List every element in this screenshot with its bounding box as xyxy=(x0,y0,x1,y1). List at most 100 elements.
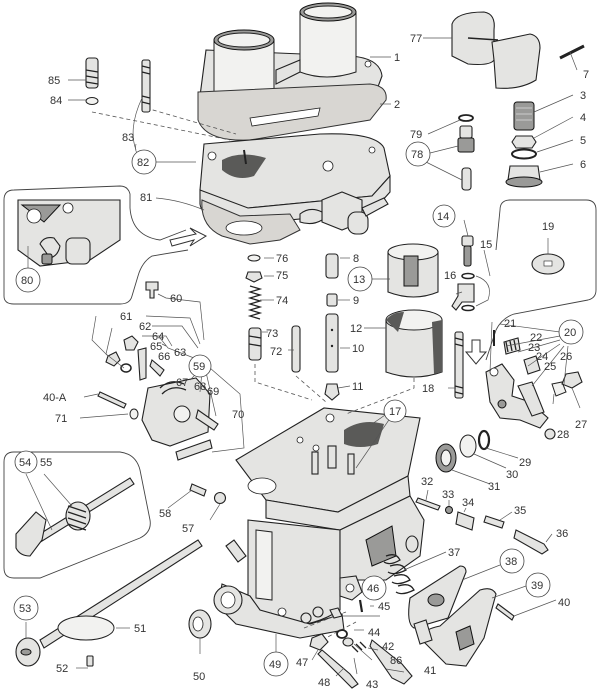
label-21: 21 xyxy=(504,318,516,330)
label-13: 13 xyxy=(353,274,365,286)
label-65: 65 xyxy=(150,341,162,353)
part-47-nut xyxy=(309,633,329,651)
label-47: 47 xyxy=(296,657,308,669)
label-7: 7 xyxy=(583,69,589,81)
inset-frame-19 xyxy=(485,199,597,361)
label-58: 58 xyxy=(159,508,171,520)
part-3-filter xyxy=(513,101,535,131)
label-16: 16 xyxy=(444,270,456,282)
label-46: 46 xyxy=(367,583,379,595)
part-40-screw xyxy=(495,603,515,621)
part-48-mixture-screw xyxy=(317,649,359,689)
label-42: 42 xyxy=(382,641,394,653)
label-40: 40 xyxy=(558,597,570,609)
label-35: 35 xyxy=(514,505,526,517)
part-11-main-jet xyxy=(324,383,340,401)
label-72: 72 xyxy=(270,346,282,358)
label-77: 77 xyxy=(410,33,422,45)
part-16-pump-body xyxy=(451,283,475,311)
part-53-bushing xyxy=(15,637,41,667)
label-6: 6 xyxy=(580,159,586,171)
label-9: 9 xyxy=(353,295,359,307)
label-54: 54 xyxy=(19,457,31,469)
part-57-nut xyxy=(213,491,227,505)
label-76: 76 xyxy=(276,253,288,265)
part-15-seal-bottom xyxy=(461,304,475,312)
label-31: 31 xyxy=(488,481,500,493)
inset-arrow-20 xyxy=(464,339,488,365)
label-60: 60 xyxy=(170,293,182,305)
part-49-carburetor-body xyxy=(213,407,425,639)
label-33: 33 xyxy=(442,489,454,501)
label-82: 82 xyxy=(137,157,149,169)
part-39-pump-cover xyxy=(413,588,497,667)
label-34: 34 xyxy=(462,497,474,509)
leader-lines xyxy=(25,37,581,677)
part-13-auxiliary-venturi xyxy=(387,243,439,298)
callout-circles xyxy=(13,141,584,677)
label-8: 8 xyxy=(353,253,359,265)
part-labels: 1 2 3 4 5 6 7 77 79 78 85 84 83 82 81 80… xyxy=(19,33,589,691)
label-73: 73 xyxy=(266,328,278,340)
part-67-choke-housing xyxy=(141,377,219,447)
label-44: 44 xyxy=(368,627,380,639)
label-14: 14 xyxy=(437,211,449,223)
part-37-spring xyxy=(383,554,415,595)
part-41-idle-screw xyxy=(369,639,413,685)
label-45: 45 xyxy=(378,601,390,613)
part-34-jet xyxy=(455,511,475,531)
guide-line-72 xyxy=(295,375,327,403)
label-37: 37 xyxy=(448,547,460,559)
label-22: 22 xyxy=(530,332,542,344)
label-51: 51 xyxy=(134,623,146,635)
part-82-carburetor-cover xyxy=(199,133,391,235)
part-70-strip xyxy=(175,439,213,461)
label-63: 63 xyxy=(174,347,186,359)
part-62-washer xyxy=(120,363,132,373)
label-81: 81 xyxy=(140,192,152,204)
inset-frame-80 xyxy=(3,185,189,305)
part-33-nut xyxy=(445,506,453,514)
part-58-screw xyxy=(189,483,207,497)
label-28: 28 xyxy=(557,429,569,441)
guide-line-84 xyxy=(91,111,231,141)
inset-frame-54-55 xyxy=(3,451,151,579)
part-72-jet-holder xyxy=(291,325,301,373)
label-19: 19 xyxy=(542,221,554,233)
part-79-washer xyxy=(458,114,474,122)
label-78: 78 xyxy=(411,149,423,161)
part-43-spring xyxy=(351,641,367,653)
part-45-pin xyxy=(358,599,364,613)
part-78-needle-valve xyxy=(457,125,475,191)
part-4-nut xyxy=(511,135,537,149)
label-26: 26 xyxy=(560,351,572,363)
label-64: 64 xyxy=(152,331,164,343)
part-60-plug xyxy=(145,281,159,299)
part-40a-screw xyxy=(97,391,127,409)
label-40a: 40-A xyxy=(43,392,67,404)
label-2: 2 xyxy=(394,99,400,111)
part-29-seal xyxy=(477,429,491,451)
label-15: 15 xyxy=(480,239,492,251)
label-20: 20 xyxy=(564,327,576,339)
part-76-washer xyxy=(247,254,261,262)
part-83-stud xyxy=(141,59,151,113)
label-10: 10 xyxy=(352,343,364,355)
label-38: 38 xyxy=(505,556,517,568)
label-11: 11 xyxy=(352,381,363,393)
part-7-float-pin xyxy=(559,44,585,60)
part-52-screw xyxy=(86,655,94,667)
part-61-nut xyxy=(105,351,121,367)
label-86: 86 xyxy=(390,655,402,667)
inset-arrow-80 xyxy=(169,227,208,247)
label-62: 62 xyxy=(139,321,151,333)
label-70: 70 xyxy=(232,409,244,421)
label-52: 52 xyxy=(56,663,68,675)
label-43: 43 xyxy=(366,679,378,691)
label-61: 61 xyxy=(120,311,132,323)
label-5: 5 xyxy=(580,135,586,147)
part-9-jet xyxy=(326,293,338,307)
inset-54-55-detail xyxy=(15,477,135,557)
part-85-banjo-bolt xyxy=(85,57,99,89)
